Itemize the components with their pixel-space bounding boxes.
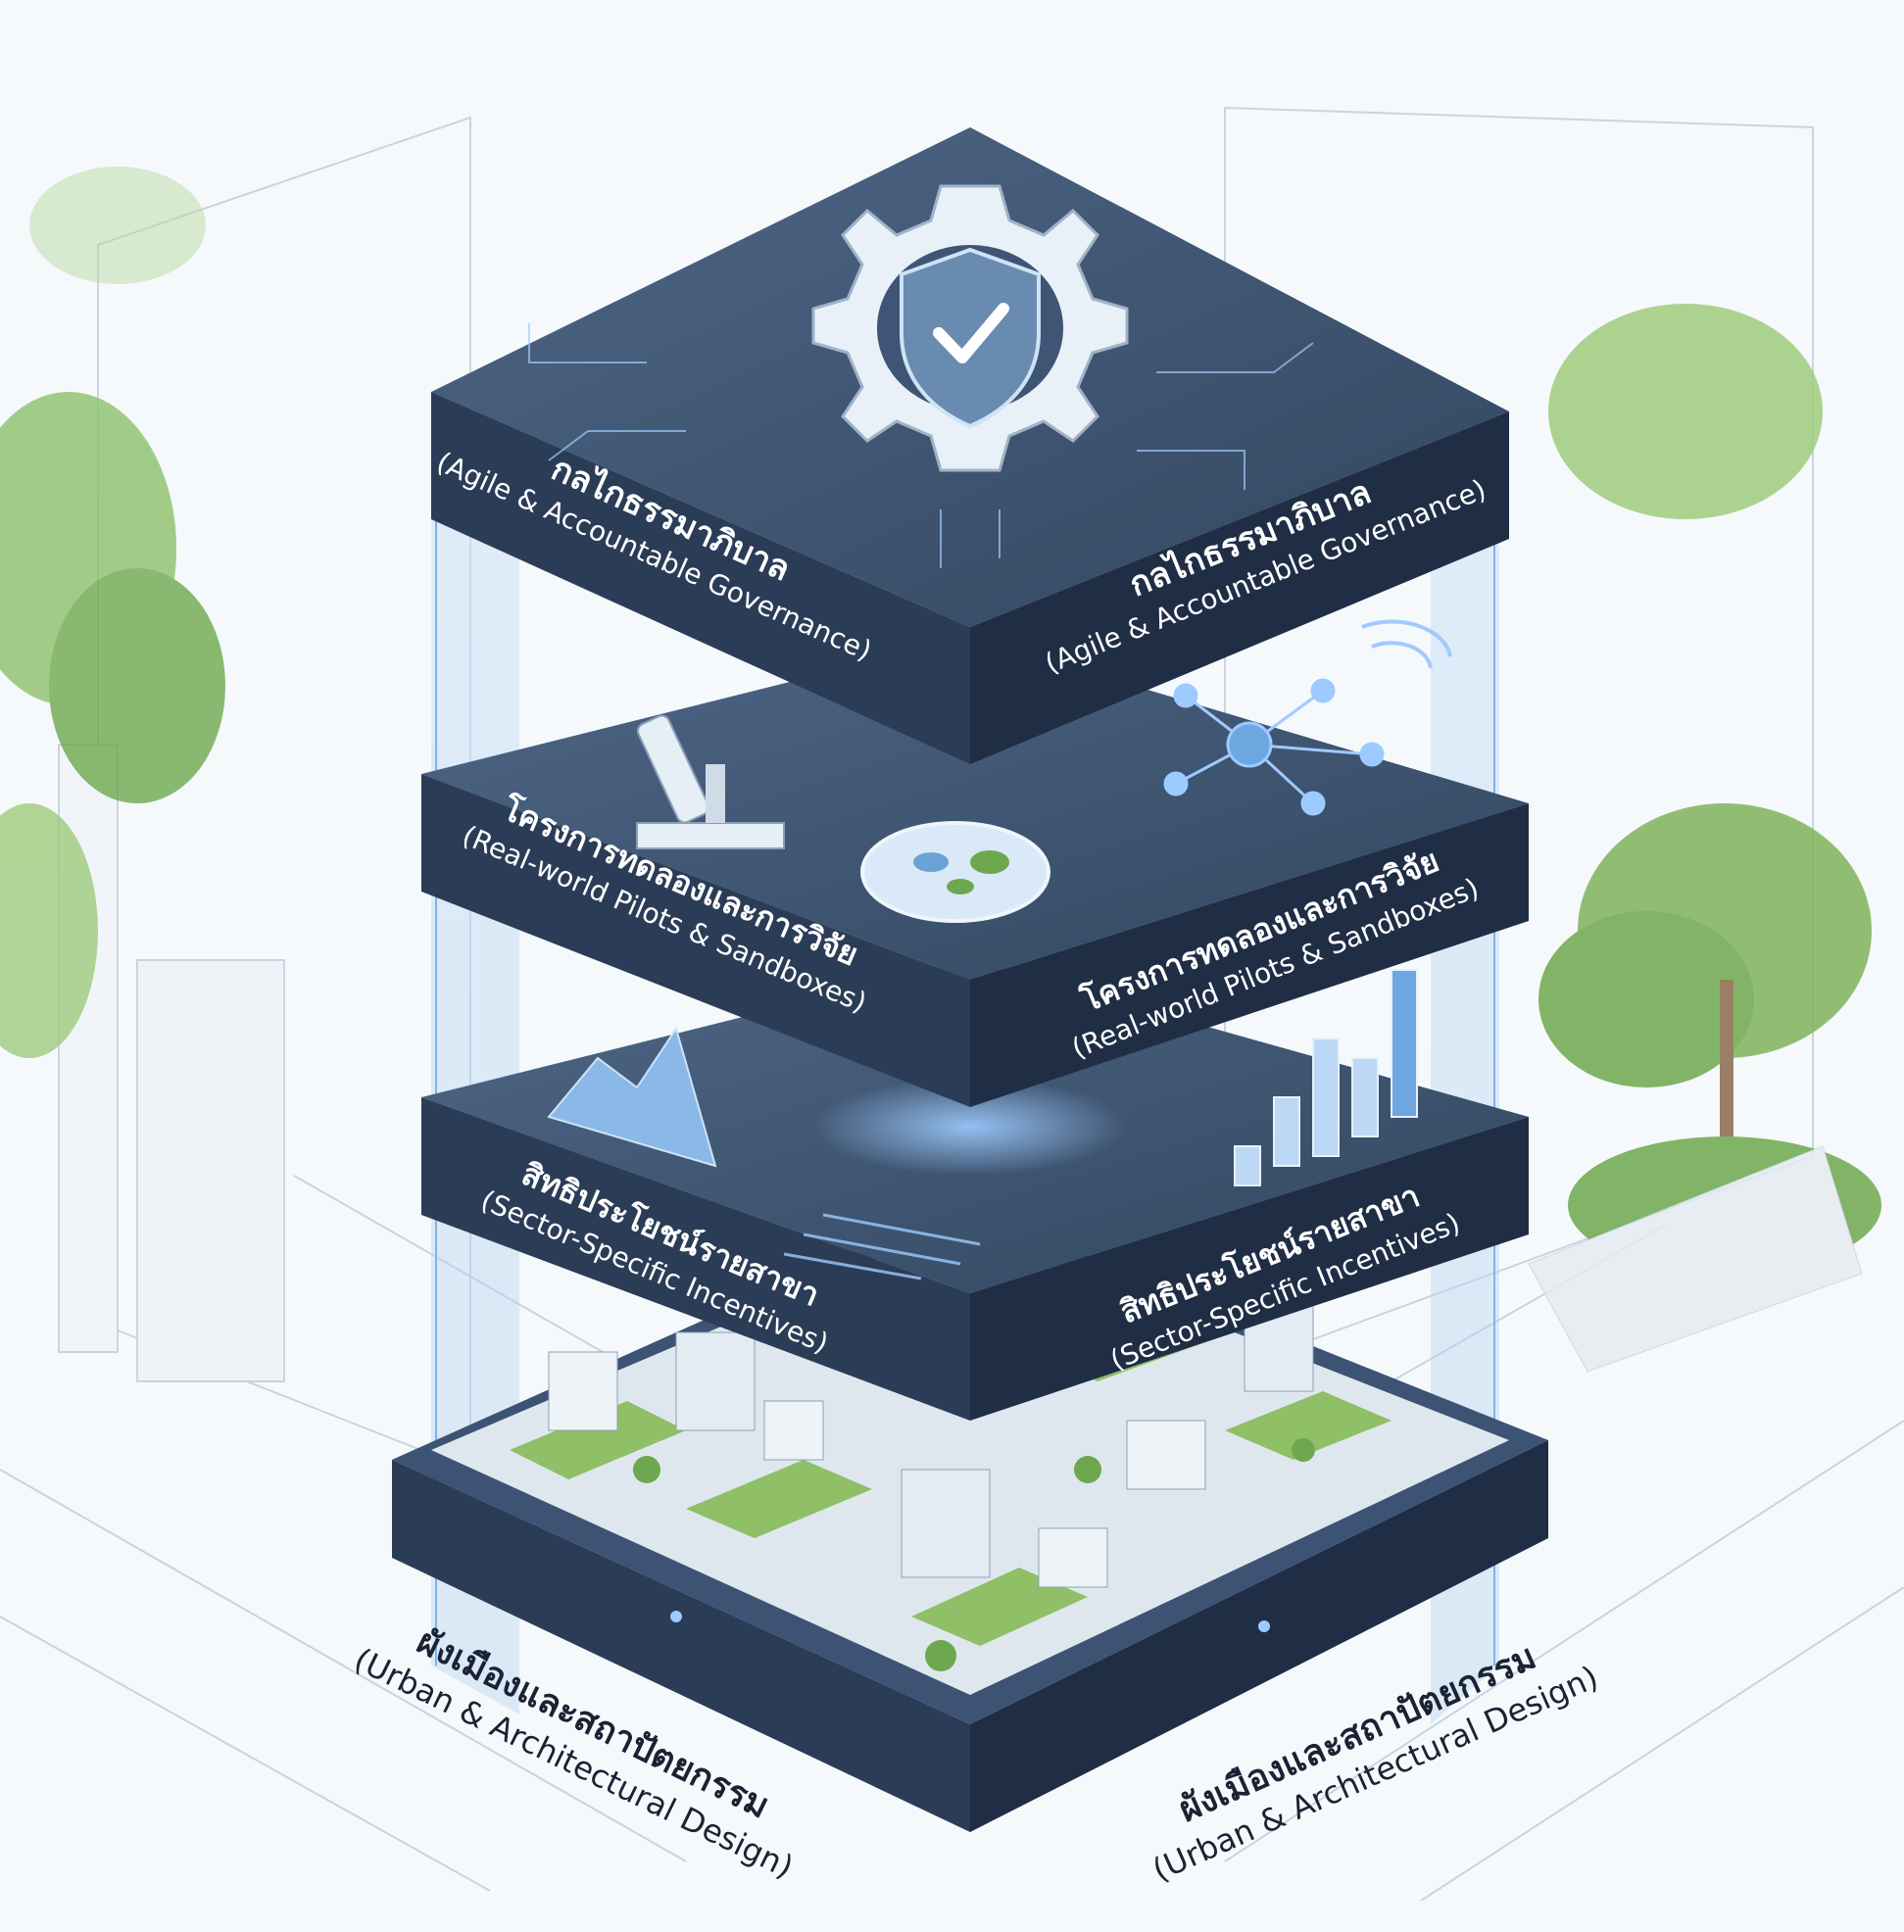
layer-pilots [421,619,1529,1107]
gear-shield-check-icon [811,184,1129,472]
network-icon [1163,678,1385,816]
wifi-icon [1361,619,1452,669]
area-chart-icon [547,1026,717,1168]
foliage-right [1528,304,1881,1373]
bar-chart-icon [1234,969,1418,1186]
layer-incentives [421,960,1529,1421]
petri-dish-icon [860,821,1050,923]
foliage-left [0,167,225,1058]
microscope-icon [636,714,785,849]
layer-governance [431,127,1509,764]
